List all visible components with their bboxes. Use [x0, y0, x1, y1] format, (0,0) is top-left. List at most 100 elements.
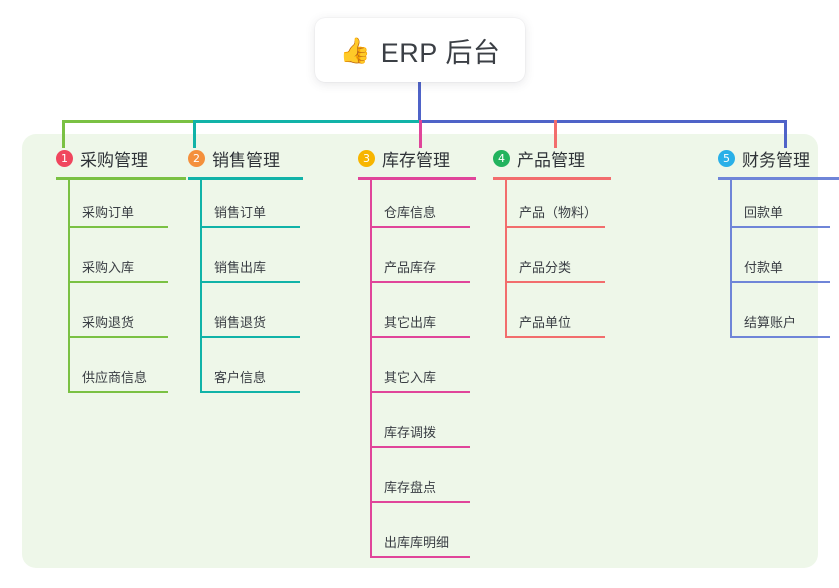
branch-header-2[interactable]: 2 销售管理	[188, 146, 280, 171]
branch-title-4: 产品管理	[517, 151, 585, 170]
branch-title-5: 财务管理	[742, 151, 810, 170]
leaf-node[interactable]: 其它入库	[370, 367, 470, 393]
leaf-node-label: 其它入库	[384, 370, 437, 385]
leaf-node-rule	[370, 336, 470, 338]
leaf-node-rule	[68, 391, 168, 393]
leaf-node-label: 付款单	[744, 260, 784, 275]
leaf-node-label: 采购退货	[82, 315, 135, 330]
branch-spine-2	[200, 177, 202, 391]
leaf-node-rule	[505, 336, 605, 338]
branch-badge-2: 2	[188, 150, 205, 167]
branch-spine-1	[68, 177, 70, 391]
leaf-node-label: 采购入库	[82, 260, 135, 275]
branch-rule-4	[493, 177, 611, 180]
branch-spine-5	[730, 177, 732, 336]
leaf-node[interactable]: 回款单	[730, 202, 830, 228]
leaf-node-rule	[68, 226, 168, 228]
leaf-node[interactable]: 产品（物料）	[505, 202, 605, 228]
leaf-node-rule	[200, 336, 300, 338]
leaf-node-rule	[730, 226, 830, 228]
branch-title-3: 库存管理	[382, 151, 450, 170]
connector-drop-4	[554, 120, 557, 148]
root-node-erp-backend[interactable]: 👍 ERP 后台	[315, 18, 525, 82]
leaf-node-rule	[505, 281, 605, 283]
branch-rule-2	[188, 177, 303, 180]
leaf-node[interactable]: 采购退货	[68, 312, 168, 338]
leaf-node-rule	[68, 336, 168, 338]
branch-columns: 1 采购管理采购订单采购入库采购退货供应商信息 2 销售管理销售订单销售出库销售退货客…	[22, 134, 839, 568]
leaf-node-rule	[200, 281, 300, 283]
leaf-node-label: 销售订单	[214, 205, 267, 220]
leaf-node-label: 结算账户	[744, 315, 797, 330]
connector-root-stem	[418, 82, 421, 122]
connector-drop-2	[193, 120, 196, 148]
leaf-node-label: 销售退货	[214, 315, 267, 330]
leaf-node-label: 产品库存	[384, 260, 437, 275]
leaf-node[interactable]: 产品库存	[370, 257, 470, 283]
branch-badge-5: 5	[718, 150, 735, 167]
connector-drop-1	[62, 120, 65, 148]
leaf-node[interactable]: 采购订单	[68, 202, 168, 228]
leaf-node-label: 产品（物料）	[519, 205, 598, 220]
leaf-node-rule	[370, 281, 470, 283]
branch-title-1: 采购管理	[80, 151, 148, 170]
leaf-node[interactable]: 其它出库	[370, 312, 470, 338]
leaf-node-label: 回款单	[744, 205, 784, 220]
branch-badge-3: 3	[358, 150, 375, 167]
leaf-node-rule	[200, 391, 300, 393]
leaf-node[interactable]: 销售订单	[200, 202, 300, 228]
leaf-node-label: 客户信息	[214, 370, 267, 385]
leaf-node-rule	[370, 446, 470, 448]
branch-spine-4	[505, 177, 507, 336]
branch-spine-3	[370, 177, 372, 556]
leaf-node[interactable]: 供应商信息	[68, 367, 168, 393]
leaf-node-rule	[730, 281, 830, 283]
branch-badge-4: 4	[493, 150, 510, 167]
leaf-node-rule	[370, 556, 470, 558]
leaf-node-rule	[370, 226, 470, 228]
branch-title-2: 销售管理	[212, 151, 280, 170]
leaf-node-label: 产品分类	[519, 260, 572, 275]
branch-header-3[interactable]: 3 库存管理	[358, 146, 450, 171]
leaf-node-rule	[730, 336, 830, 338]
leaf-node-label: 销售出库	[214, 260, 267, 275]
leaf-node-label: 出库库明细	[384, 535, 450, 550]
branch-header-5[interactable]: 5 财务管理	[718, 146, 810, 171]
connector-drop-5	[784, 120, 787, 148]
leaf-node[interactable]: 采购入库	[68, 257, 168, 283]
branch-rule-3	[358, 177, 476, 180]
leaf-node-rule	[505, 226, 605, 228]
branch-header-1[interactable]: 1 采购管理	[56, 146, 148, 171]
branch-rule-5	[718, 177, 839, 180]
root-node-title: ERP 后台	[380, 37, 501, 68]
leaf-node[interactable]: 客户信息	[200, 367, 300, 393]
leaf-node[interactable]: 出库库明细	[370, 532, 470, 558]
leaf-node-rule	[370, 501, 470, 503]
leaf-node-label: 供应商信息	[82, 370, 148, 385]
branch-badge-1: 1	[56, 150, 73, 167]
leaf-node[interactable]: 产品分类	[505, 257, 605, 283]
thumbs-up-icon: 👍	[339, 36, 371, 65]
connector-bus-teal	[193, 120, 419, 123]
leaf-node-label: 仓库信息	[384, 205, 437, 220]
leaf-node-label: 其它出库	[384, 315, 437, 330]
branch-panel	[22, 134, 818, 568]
leaf-node-label: 采购订单	[82, 205, 135, 220]
leaf-node[interactable]: 仓库信息	[370, 202, 470, 228]
connector-bus-green	[62, 120, 193, 123]
leaf-node[interactable]: 销售出库	[200, 257, 300, 283]
leaf-node[interactable]: 销售退货	[200, 312, 300, 338]
leaf-node[interactable]: 产品单位	[505, 312, 605, 338]
leaf-node[interactable]: 库存盘点	[370, 477, 470, 503]
connector-bus-blue	[419, 120, 787, 123]
leaf-node-label: 库存盘点	[384, 480, 437, 495]
branch-header-4[interactable]: 4 产品管理	[493, 146, 585, 171]
leaf-node-rule	[200, 226, 300, 228]
leaf-node-rule	[68, 281, 168, 283]
leaf-node[interactable]: 结算账户	[730, 312, 830, 338]
leaf-node[interactable]: 付款单	[730, 257, 830, 283]
connector-drop-3	[419, 120, 422, 148]
leaf-node[interactable]: 库存调拨	[370, 422, 470, 448]
branch-rule-1	[56, 177, 186, 180]
